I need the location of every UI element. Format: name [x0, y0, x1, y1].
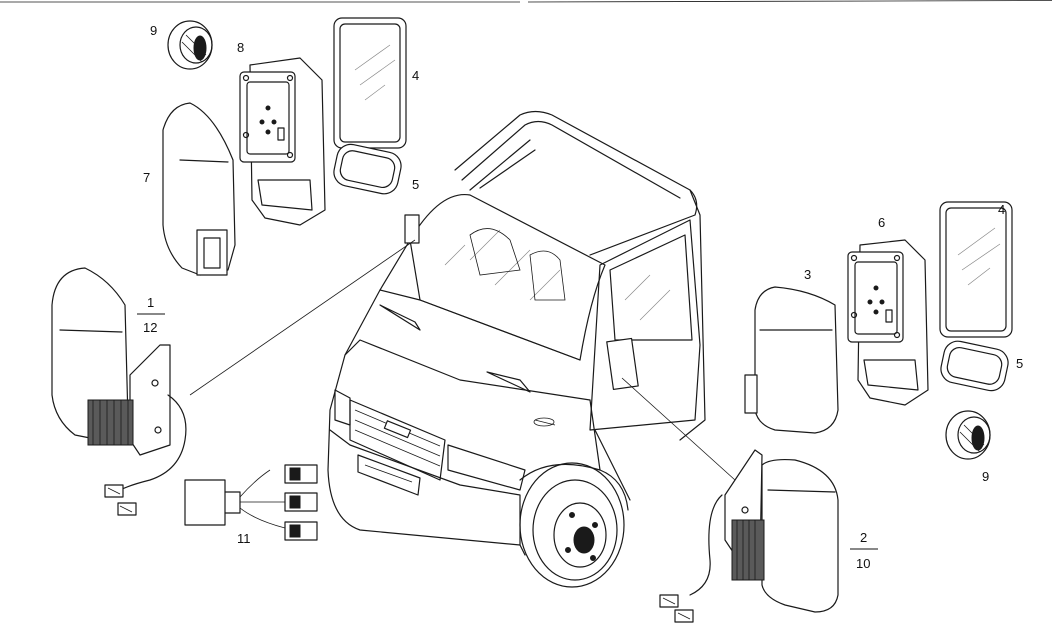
- part-4-glass-right: [939, 201, 1013, 338]
- side-door: [589, 219, 701, 431]
- callout-3: 3: [804, 267, 811, 282]
- callout-8: 8: [237, 40, 244, 55]
- headlight: [447, 444, 526, 491]
- callout-2-10: 2 10: [850, 530, 878, 571]
- callout-9-top: 9: [150, 23, 157, 38]
- part-3-housing-cover: [744, 286, 839, 434]
- callout-7: 7: [143, 170, 150, 185]
- part-5-small-glass-top: [333, 143, 402, 195]
- grille: [349, 399, 446, 481]
- bumper-plate: [357, 454, 421, 496]
- right-mirror-assembly: [659, 449, 839, 623]
- part-4-glass-top: [333, 17, 407, 149]
- callout-4-top: 4: [412, 68, 419, 83]
- callout-6: 6: [878, 215, 885, 230]
- windshield: [409, 193, 606, 361]
- callout-1: 1: [147, 295, 154, 310]
- left-connector-b: [117, 502, 137, 516]
- callout-4-right: 4: [998, 202, 1005, 217]
- left-mirror-assembly: [51, 267, 187, 516]
- van-left-mirror: [404, 214, 420, 244]
- part-8-holder-plate: [239, 57, 326, 226]
- callout-9-right: 9: [982, 469, 989, 484]
- part-7-housing-cover: [162, 102, 236, 276]
- callout-10: 10: [856, 556, 870, 571]
- callout-5-right: 5: [1016, 356, 1023, 371]
- frame-line-right: [527, 0, 1052, 3]
- leader-left: [189, 239, 416, 396]
- part-9-cap-top: [167, 20, 213, 70]
- leader-right: [621, 377, 736, 481]
- part-9-cap-right: [945, 410, 991, 460]
- part-5-small-glass-right: [940, 340, 1009, 392]
- part-6-holder-plate: [847, 239, 929, 406]
- van-cab: [327, 110, 706, 588]
- callout-5-top: 5: [412, 177, 419, 192]
- callout-11: 11: [237, 531, 251, 546]
- van-right-mirror: [606, 337, 639, 391]
- callout-12: 12: [143, 320, 157, 335]
- part-11-connector: [184, 464, 318, 541]
- front-wheel: [519, 462, 625, 588]
- callout-2: 2: [860, 530, 867, 545]
- callout-1-12: 1 12: [137, 295, 165, 335]
